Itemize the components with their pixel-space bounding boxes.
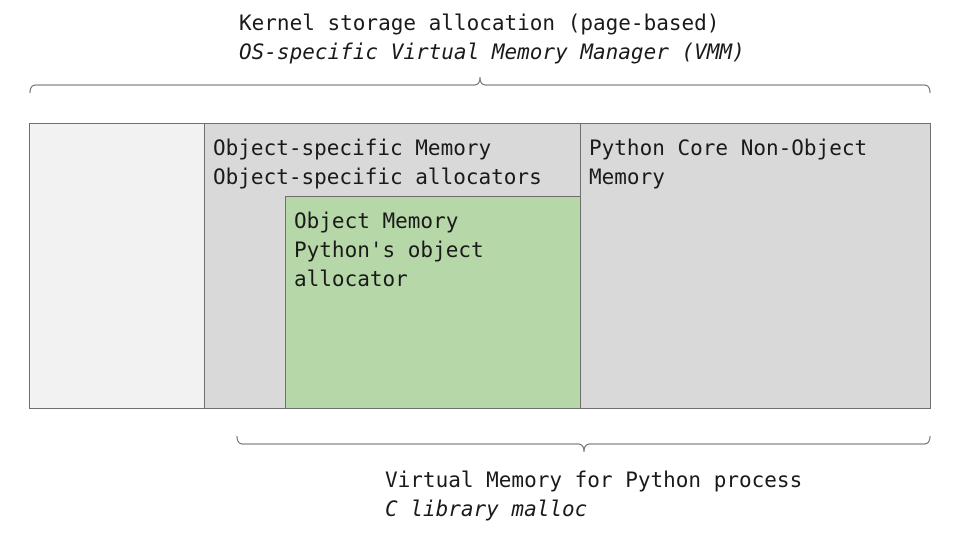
object-memory-subtitle-line1: Python's object — [294, 238, 484, 262]
python-process-subtitle: C library malloc — [385, 497, 588, 521]
object-specific-memory-text: Object-specific Memory Object-specific a… — [213, 134, 542, 192]
object-memory-title: Object Memory — [294, 209, 459, 233]
object-memory-subtitle-line2: allocator — [294, 267, 408, 291]
object-memory-region: Object Memory Python's object allocator — [285, 196, 581, 409]
object-specific-memory-subtitle: Object-specific allocators — [213, 165, 542, 189]
kernel-allocation-subtitle: OS-specific Virtual Memory Manager (VMM) — [239, 40, 745, 64]
core-non-object-memory-title-line2: Memory — [589, 165, 665, 189]
core-non-object-memory-title-line1: Python Core Non-Object — [589, 136, 868, 160]
python-process-brace — [236, 435, 931, 453]
python-process-title: Virtual Memory for Python process — [385, 468, 803, 492]
core-non-object-memory-text: Python Core Non-Object Memory — [589, 134, 867, 192]
kernel-allocation-title: Kernel storage allocation (page-based) — [239, 11, 720, 35]
object-memory-text: Object Memory Python's object allocator — [294, 207, 484, 294]
object-specific-memory-title: Object-specific Memory — [213, 136, 492, 160]
kernel-allocation-label: Kernel storage allocation (page-based) O… — [239, 9, 745, 67]
python-process-label: Virtual Memory for Python process C libr… — [385, 466, 802, 524]
core-non-object-memory-region: Python Core Non-Object Memory — [580, 123, 931, 409]
kernel-brace — [29, 76, 931, 94]
